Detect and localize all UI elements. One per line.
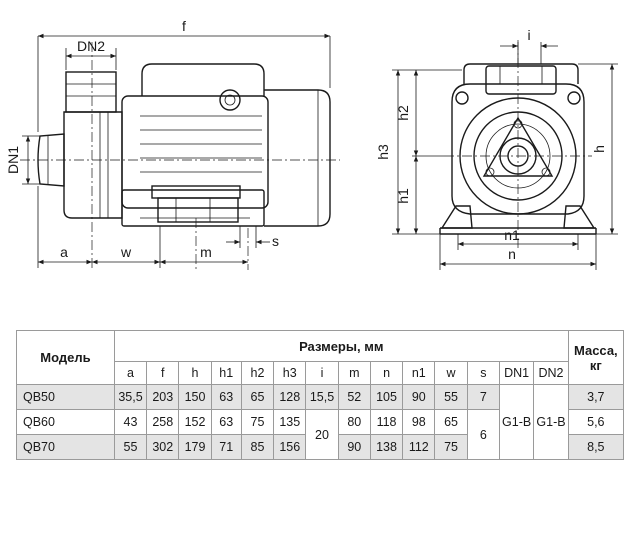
cell-m: 90 <box>337 434 371 460</box>
cell-s-merged: 6 <box>466 409 500 460</box>
cell-n: 138 <box>369 434 404 460</box>
cell-h3: 128 <box>273 384 307 410</box>
col-header-f: f <box>146 361 180 385</box>
cell-mass: 8,5 <box>567 434 625 460</box>
dim-h-label: h <box>591 145 607 153</box>
col-header-h2: h2 <box>240 361 275 385</box>
cell-s: 7 <box>466 384 500 410</box>
cell-a: 43 <box>113 409 148 435</box>
model-cell: QB70 <box>16 434 115 460</box>
cell-n: 105 <box>369 384 404 410</box>
dim-f-label: f <box>182 18 186 34</box>
cell-w: 65 <box>434 409 468 435</box>
cell-h: 179 <box>178 434 212 460</box>
table-row: QB50 35,5 203 150 63 65 128 15,5 52 105 … <box>16 384 625 460</box>
cell-f: 302 <box>146 434 180 460</box>
cell-n: 118 <box>369 409 404 435</box>
cell-n1: 98 <box>402 409 436 435</box>
cell-n1: 112 <box>402 434 436 460</box>
col-header-s: s <box>466 361 500 385</box>
dim-m-label: m <box>200 244 212 260</box>
cell-f: 203 <box>146 384 180 410</box>
dim-h2-label: h2 <box>395 105 411 121</box>
col-header-w: w <box>434 361 468 385</box>
dim-a-label: a <box>60 244 68 260</box>
front-dimensions: i h3 h2 h1 h n1 n <box>375 27 618 270</box>
cell-h2: 85 <box>240 434 275 460</box>
cell-h2: 75 <box>240 409 275 435</box>
cell-i: 15,5 <box>305 384 339 410</box>
dimensions-header: Размеры, мм <box>113 330 569 362</box>
specifications-table: Модель Размеры, мм Масса, кг a f h h1 h2… <box>16 330 625 460</box>
cell-h: 150 <box>178 384 212 410</box>
cell-h1: 63 <box>210 384 242 410</box>
cell-w: 75 <box>434 434 468 460</box>
cell-m: 52 <box>337 384 371 410</box>
model-cell: QB60 <box>16 409 115 435</box>
col-header-n1: n1 <box>402 361 436 385</box>
col-header-i: i <box>305 361 339 385</box>
dim-dn1-label: DN1 <box>5 146 21 174</box>
cell-a: 35,5 <box>113 384 148 410</box>
cell-mass: 3,7 <box>567 384 625 410</box>
pump-dimension-drawing: f DN2 DN1 a w m s <box>5 18 618 270</box>
dim-dn2-label: DN2 <box>77 38 105 54</box>
cell-w: 55 <box>434 384 468 410</box>
cell-dn2-merged: G1-B <box>533 384 569 460</box>
cell-h1: 71 <box>210 434 242 460</box>
col-header-a: a <box>113 361 148 385</box>
col-header-h1: h1 <box>210 361 242 385</box>
cell-m: 80 <box>337 409 371 435</box>
dim-h3-label: h3 <box>375 144 391 160</box>
cell-h3: 135 <box>273 409 307 435</box>
col-header-dn2: DN2 <box>533 361 569 385</box>
cell-h2: 65 <box>240 384 275 410</box>
pump-side-view <box>20 42 340 270</box>
col-header-n: n <box>369 361 404 385</box>
cell-i-merged: 20 <box>305 409 339 460</box>
cell-a: 55 <box>113 434 148 460</box>
col-header-dn1: DN1 <box>498 361 535 385</box>
cell-dn1-merged: G1-B <box>498 384 535 460</box>
dim-i-label: i <box>527 27 530 43</box>
mass-header: Масса, кг <box>567 330 625 385</box>
dim-n-label: n <box>508 246 516 262</box>
cell-h1: 63 <box>210 409 242 435</box>
dim-h1-label: h1 <box>395 188 411 204</box>
cell-h3: 156 <box>273 434 307 460</box>
dim-n1-label: n1 <box>504 227 520 243</box>
col-header-h3: h3 <box>273 361 307 385</box>
dim-w-label: w <box>120 244 132 260</box>
col-header-m: m <box>337 361 371 385</box>
model-cell: QB50 <box>16 384 115 410</box>
cell-f: 258 <box>146 409 180 435</box>
dim-s-label: s <box>272 233 279 249</box>
pump-front-view <box>439 40 597 250</box>
cell-h: 152 <box>178 409 212 435</box>
cell-n1: 90 <box>402 384 436 410</box>
model-header: Модель <box>16 330 115 385</box>
cell-mass: 5,6 <box>567 409 625 435</box>
side-dimensions: f DN2 DN1 a w m s <box>5 18 331 268</box>
col-header-h: h <box>178 361 212 385</box>
